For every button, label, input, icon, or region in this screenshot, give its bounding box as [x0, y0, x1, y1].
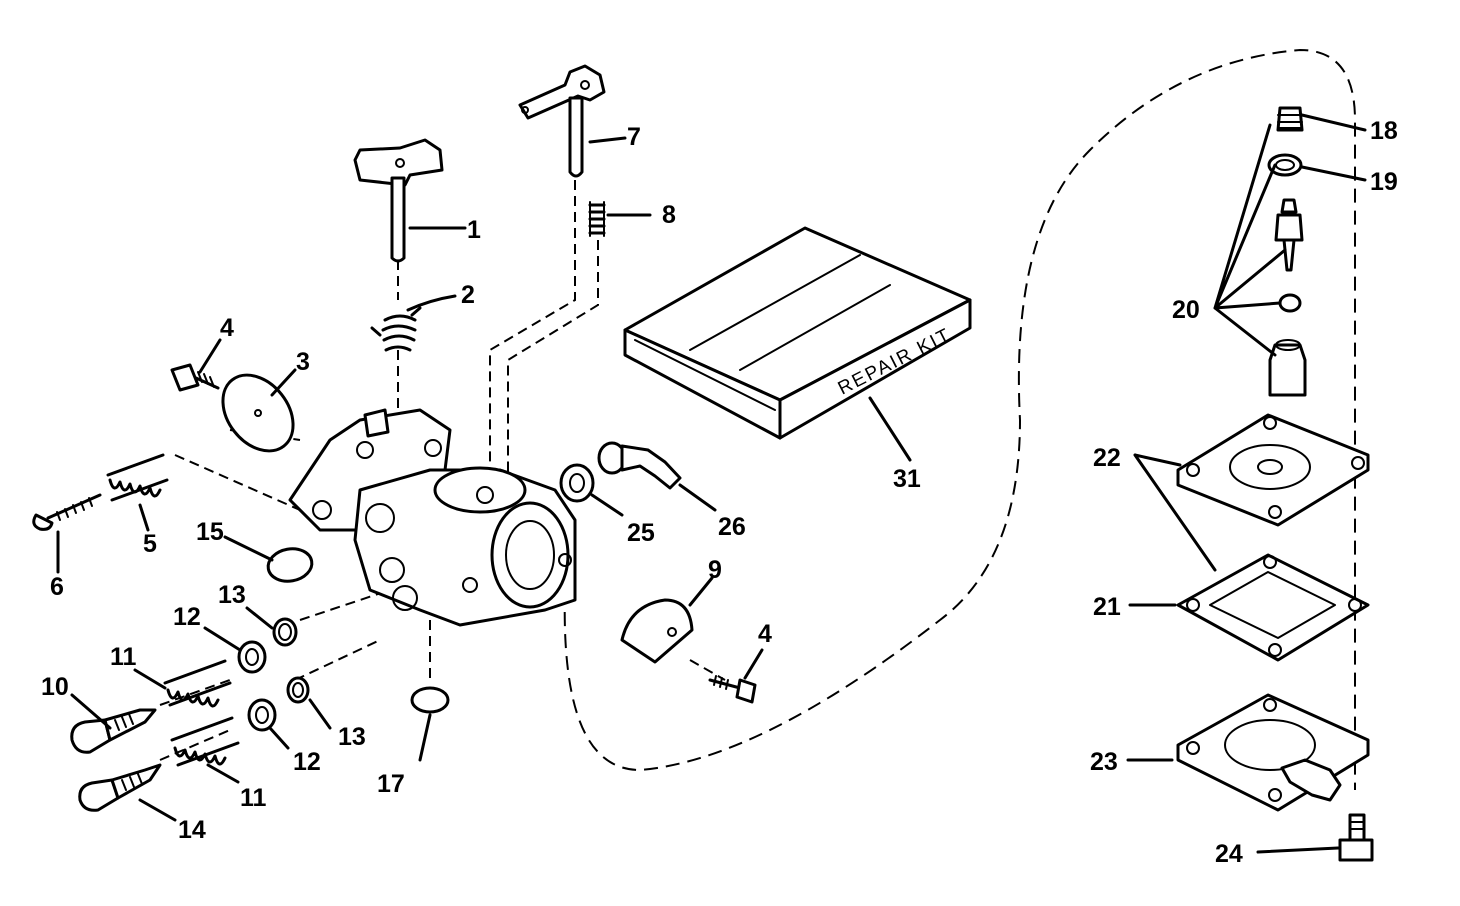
- o-ring-part-13-top: [272, 617, 298, 647]
- spring-part-11-top: [163, 659, 232, 708]
- pump-diaphragm-part-21: [1176, 553, 1370, 662]
- callout-31: 31: [893, 465, 921, 493]
- repair-kit-box-part-31: REPAIR KIT: [623, 226, 972, 440]
- leader-lines: [56, 113, 1367, 854]
- choke-shaft-part-7: [518, 64, 606, 178]
- callout-14: 14: [178, 816, 206, 844]
- spring-part-11-bottom: [170, 716, 240, 767]
- spring-part-18: [1276, 106, 1304, 132]
- callout-7: 7: [627, 123, 641, 151]
- callout-11-top: 11: [110, 643, 137, 671]
- callout-10: 10: [41, 673, 69, 701]
- spring-part-8: [588, 201, 606, 237]
- callout-17: 17: [377, 770, 405, 798]
- callout-3: 3: [296, 348, 310, 376]
- callout-25: 25: [627, 519, 655, 547]
- welch-plug-part-17: [410, 686, 450, 714]
- callout-4-top: 4: [220, 314, 234, 342]
- throttle-shaft-part-1: [353, 138, 444, 263]
- welch-plug-part-15: [266, 547, 314, 583]
- callout-13-top: 13: [218, 581, 246, 609]
- needle-screw-part-14: [78, 763, 162, 812]
- fuel-fitting-part-26: [597, 441, 682, 490]
- spring-part-2: [370, 306, 422, 352]
- idle-screw-part-6: [32, 493, 102, 531]
- callout-24: 24: [1215, 840, 1243, 868]
- screw-part-4-bottom: [708, 675, 757, 704]
- washer-part-12-bottom: [247, 698, 277, 732]
- callout-6: 6: [50, 573, 64, 601]
- pump-body-part-23: [1176, 693, 1370, 812]
- callout-22: 22: [1093, 444, 1121, 472]
- callout-18: 18: [1370, 117, 1398, 145]
- callout-12-bottom: 12: [293, 748, 321, 776]
- callout-13-bottom: 13: [338, 723, 366, 751]
- callout-15: 15: [196, 518, 224, 546]
- callout-8: 8: [662, 201, 676, 229]
- washer-part-12-top: [237, 640, 267, 674]
- spring-part-5: [106, 453, 169, 502]
- throttle-plate-part-3: [221, 373, 295, 453]
- callout-11-bottom: 11: [240, 784, 267, 812]
- screw-part-24: [1338, 813, 1374, 862]
- callout-26: 26: [718, 513, 746, 541]
- callout-labels: 1 2 3 4 5 6 7 8 31 25 26 9 4 15 13 12 11…: [41, 117, 1398, 868]
- callout-20: 20: [1172, 296, 1200, 324]
- callout-2: 2: [461, 281, 475, 309]
- callout-23: 23: [1090, 748, 1118, 776]
- o-ring-part-13-bottom: [286, 676, 310, 704]
- pump-needle-part-20: [1268, 198, 1307, 397]
- callout-1: 1: [467, 216, 481, 244]
- callout-9: 9: [708, 556, 722, 584]
- pump-group-outline: [563, 48, 1356, 790]
- callout-19: 19: [1370, 168, 1398, 196]
- screw-part-4-top: [170, 363, 220, 392]
- carburetor-body: [288, 408, 577, 627]
- callout-21: 21: [1093, 593, 1121, 621]
- callout-5: 5: [143, 530, 157, 558]
- callout-12-top: 12: [173, 603, 201, 631]
- choke-plate-part-9: [620, 598, 694, 664]
- needle-screw-part-10: [70, 708, 157, 754]
- needle-seat-part-25: [559, 463, 595, 503]
- pump-cover-part-22: [1176, 413, 1370, 527]
- callout-4-bottom: 4: [758, 620, 772, 648]
